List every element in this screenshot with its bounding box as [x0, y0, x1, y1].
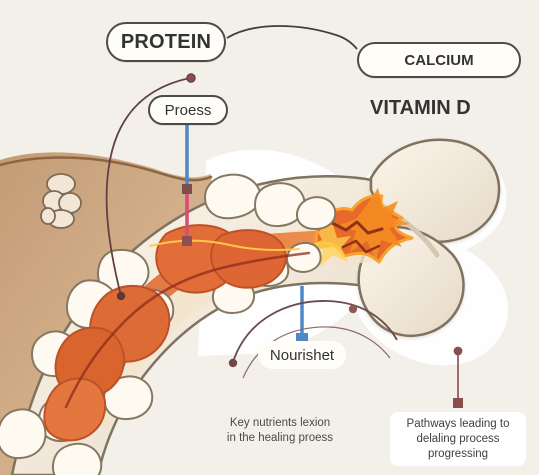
calcium-label: CALCIUM: [357, 42, 521, 78]
proess-arc-bottom-node: [117, 292, 125, 300]
proess-arc-top-node: [187, 74, 195, 82]
nourishet-label: Nourishet: [258, 341, 346, 369]
proess-pointer-joint: [182, 184, 192, 194]
pathway-node-top: [454, 347, 463, 356]
pathway-node-bottom: [453, 398, 463, 408]
pathways-caption: Pathways leading to delaling process pro…: [390, 412, 526, 466]
protein-label: PROTEIN: [106, 22, 226, 62]
key-nutrients-caption: Key nutrients lexion in the healing proe…: [225, 416, 335, 446]
proess-label: Proess: [148, 95, 228, 125]
proess-pointer-end: [182, 236, 192, 246]
vitamin-d-label: VITAMIN D: [370, 94, 490, 122]
healing-arc-node-left: [229, 359, 237, 367]
healing-arc-node-right: [349, 305, 357, 313]
